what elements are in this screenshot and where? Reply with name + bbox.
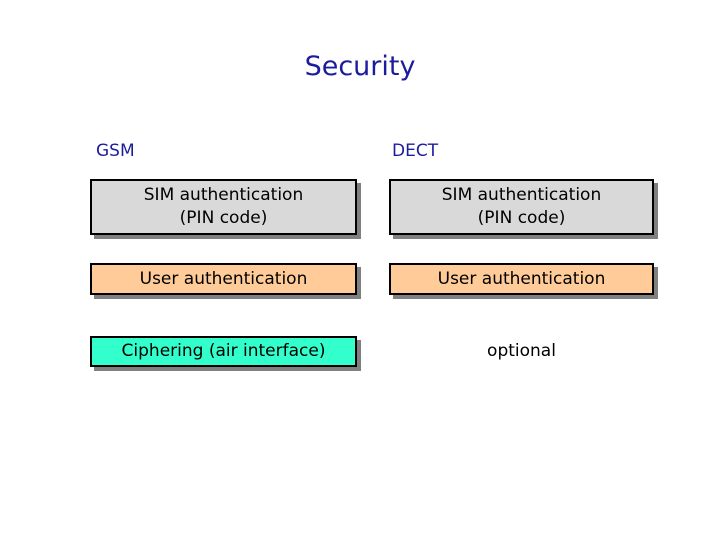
- column-label-dect: DECT: [392, 141, 439, 161]
- slide-title: Security: [304, 51, 416, 82]
- gsm-sim-authentication-box: SIM authentication (PIN code): [90, 179, 357, 235]
- dect-sim-authentication-box: SIM authentication (PIN code): [389, 179, 654, 235]
- gsm-ciphering-box: Ciphering (air interface): [90, 336, 357, 367]
- dect-ciphering-optional-note: optional: [487, 341, 556, 361]
- gsm-user-authentication-box: User authentication: [90, 263, 357, 295]
- dect-user-authentication-box: User authentication: [389, 263, 654, 295]
- column-label-gsm: GSM: [96, 141, 135, 161]
